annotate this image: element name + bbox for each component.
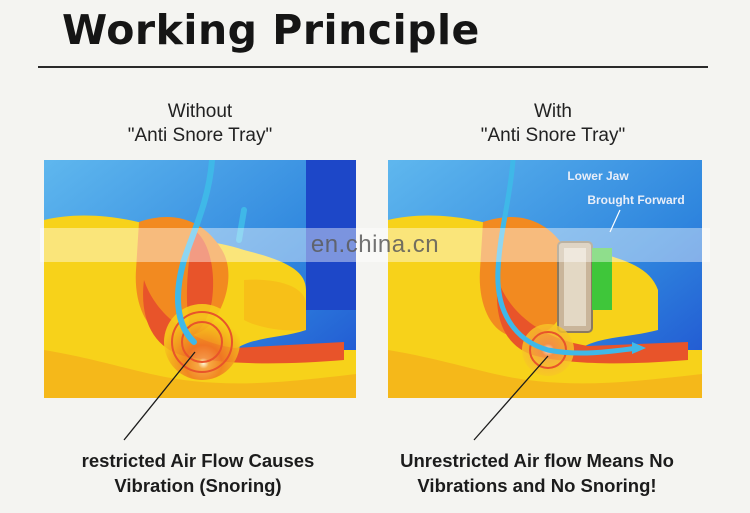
right-heading-line2: "Anti Snore Tray" <box>480 125 626 146</box>
right-airway-illustration: Lower Jaw Brought Forward <box>388 160 702 398</box>
left-caption: restricted Air Flow Causes Vibration (Sn… <box>58 448 338 498</box>
left-heading-line2: "Anti Snore Tray" <box>127 125 273 146</box>
right-pointer-line <box>473 355 549 441</box>
page-title: Working Principle <box>62 6 480 54</box>
left-airway-illustration <box>44 160 356 398</box>
left-caption-line1: restricted Air Flow Causes <box>81 450 315 471</box>
right-caption: Unrestricted Air flow Means No Vibration… <box>370 448 704 498</box>
title-divider <box>38 66 708 68</box>
jaw-annotation-line1: Lower Jaw <box>567 169 629 183</box>
left-caption-line2: Vibration (Snoring) <box>114 475 282 496</box>
right-heading-line1: With <box>534 101 572 122</box>
jaw-annotation-line2: Brought Forward <box>587 193 684 207</box>
right-caption-line1: Unrestricted Air flow Means No <box>400 450 674 471</box>
left-pointer-line <box>123 351 196 441</box>
watermark: en.china.cn <box>40 228 710 262</box>
left-panel-heading: Without "Anti Snore Tray" <box>50 100 350 148</box>
right-caption-line2: Vibrations and No Snoring! <box>417 475 657 496</box>
right-panel-heading: With "Anti Snore Tray" <box>403 100 703 148</box>
left-heading-line1: Without <box>167 101 233 122</box>
